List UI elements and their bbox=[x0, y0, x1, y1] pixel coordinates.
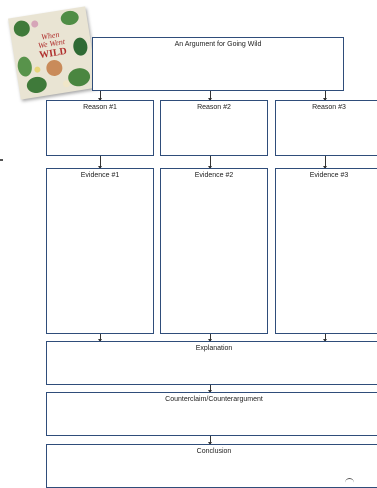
evidence-3-label: Evidence #3 bbox=[309, 172, 349, 179]
arrow-down-icon bbox=[208, 436, 212, 445]
reason-2-label: Reason #2 bbox=[197, 104, 231, 111]
arrow-down-icon bbox=[208, 385, 212, 393]
reason-3-box[interactable]: Reason #3 bbox=[275, 100, 377, 156]
book-cover-image: When We Went WILD bbox=[8, 6, 98, 100]
title-box[interactable]: An Argument for Going Wild bbox=[92, 37, 344, 91]
arrow-down-icon bbox=[208, 156, 212, 169]
margin-mark bbox=[0, 159, 3, 161]
evidence-1-label: Evidence #1 bbox=[80, 172, 120, 179]
arrow-down-icon bbox=[208, 91, 212, 101]
conclusion-box[interactable]: Conclusion bbox=[46, 444, 377, 488]
conclusion-label: Conclusion bbox=[196, 448, 232, 455]
book-cover-title: When We Went WILD bbox=[37, 29, 68, 62]
reason-1-box[interactable]: Reason #1 bbox=[46, 100, 154, 156]
evidence-1-box[interactable]: Evidence #1 bbox=[46, 168, 154, 334]
evidence-2-label: Evidence #2 bbox=[194, 172, 234, 179]
arrow-down-icon bbox=[98, 334, 102, 342]
evidence-3-box[interactable]: Evidence #3 bbox=[275, 168, 377, 334]
explanation-label: Explanation bbox=[195, 345, 233, 352]
arrow-down-icon bbox=[323, 334, 327, 342]
page-corner-mark bbox=[345, 478, 354, 484]
evidence-2-box[interactable]: Evidence #2 bbox=[160, 168, 268, 334]
counterclaim-label: Counterclaim/Counterargument bbox=[165, 396, 263, 403]
reason-2-box[interactable]: Reason #2 bbox=[160, 100, 268, 156]
arrow-down-icon bbox=[208, 334, 212, 342]
title-label: An Argument for Going Wild bbox=[174, 41, 262, 48]
arrow-down-icon bbox=[98, 156, 102, 169]
arrow-down-icon bbox=[98, 91, 102, 101]
arrow-down-icon bbox=[323, 156, 327, 169]
counterclaim-box[interactable]: Counterclaim/Counterargument bbox=[46, 392, 377, 436]
explanation-box[interactable]: Explanation bbox=[46, 341, 377, 385]
arrow-down-icon bbox=[323, 91, 327, 101]
reason-1-label: Reason #1 bbox=[83, 104, 117, 111]
reason-3-label: Reason #3 bbox=[312, 104, 346, 111]
